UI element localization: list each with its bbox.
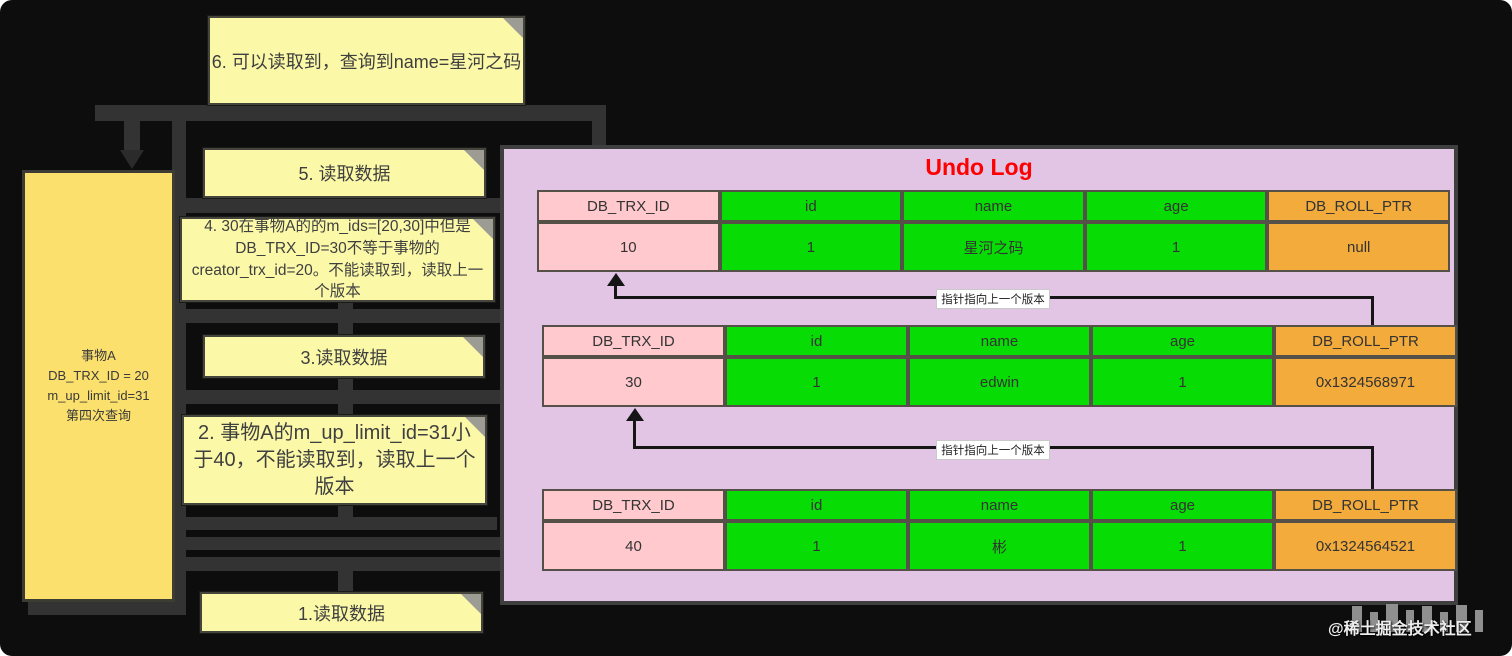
note-step2: 2. 事物A的m_up_limit_id=31小于40，不能读取到，读取上一个版…	[182, 415, 487, 505]
stub-note2-top	[338, 404, 353, 415]
table-data-cell: null	[1267, 222, 1450, 272]
table-data-cell: 1	[725, 521, 908, 571]
table-data-cell: 0x1324568971	[1274, 357, 1457, 407]
transaction-a-line: m_up_limit_id=31	[47, 388, 150, 403]
note-step1: 1.读取数据	[200, 592, 483, 633]
table-data-cell: 10	[537, 222, 720, 272]
folded-corner-icon	[464, 150, 484, 170]
note-step6-text: 6. 可以读取到，查询到name=星河之码	[211, 51, 522, 72]
transaction-a-line: 第四次查询	[65, 408, 131, 424]
watermark-text: @稀土掘金技术社区	[1328, 621, 1472, 638]
table-header-cell: age	[1084, 190, 1268, 222]
table-data-cell: 星河之码	[902, 222, 1085, 272]
watermark-bar	[1440, 612, 1448, 632]
note-step3-text: 3.读取数据	[300, 347, 388, 368]
note-step4-text: 4. 30在事物A的的m_ids=[20,30]中但是DB_TRX_ID=30不…	[191, 218, 484, 301]
connector-band-c	[172, 557, 505, 571]
connector-box-bottom	[28, 602, 186, 615]
table-data-cell: 1	[1091, 357, 1274, 407]
table-header-cell: age	[1091, 325, 1274, 357]
table-header-cell: name	[908, 489, 1091, 521]
connector-top-right-vertical	[592, 121, 606, 147]
watermark-bar	[1475, 610, 1483, 632]
pointer1-vertical-right	[1371, 296, 1374, 325]
version-table-2: DB_TRX_ID id name age DB_ROLL_PTR 30 1 e…	[542, 325, 1457, 407]
connector-note3-note2	[172, 390, 505, 404]
table-header-cell: id	[725, 325, 908, 357]
table-data-cell: 30	[542, 357, 725, 407]
pointer1-vertical-left	[614, 284, 617, 299]
pointer1-arrow-up	[607, 273, 625, 286]
watermark-bar	[1386, 604, 1398, 632]
table-header-cell: DB_TRX_ID	[542, 325, 725, 357]
connector-band-b	[172, 537, 505, 550]
table-header-cell: DB_TRX_ID	[542, 489, 725, 521]
pointer2-arrow-up	[626, 408, 644, 421]
table-data-cell: 彬	[908, 521, 1091, 571]
pointer1-label: 指针指向上一个版本	[936, 289, 1050, 309]
table-header-cell: DB_TRX_ID	[537, 190, 720, 222]
connector-top-left-vertical	[124, 121, 140, 151]
stub-note3-bottom	[338, 378, 353, 390]
arrow-into-left-box	[120, 150, 144, 169]
pointer2-vertical-left	[633, 419, 636, 449]
note-step1-text: 1.读取数据	[297, 603, 385, 624]
note-step4: 4. 30在事物A的的m_ids=[20,30]中但是DB_TRX_ID=30不…	[180, 217, 495, 302]
transaction-a-line: 事物A	[81, 347, 116, 363]
stub-note1-top	[338, 571, 353, 592]
watermark-bar	[1370, 612, 1378, 632]
folded-corner-icon	[503, 18, 523, 38]
connector-note5	[172, 198, 505, 213]
table-header-cell: DB_ROLL_PTR	[1274, 489, 1457, 521]
pointer2-label: 指针指向上一个版本	[936, 440, 1050, 460]
version-table-3: DB_TRX_ID id name age DB_ROLL_PTR 40 1 彬…	[542, 489, 1457, 571]
table-data-cell: edwin	[908, 357, 1091, 407]
table-header-cell: id	[725, 489, 908, 521]
table-data-cell: 1	[1091, 521, 1274, 571]
connector-top-horizontal	[95, 105, 606, 121]
stub-note3-top	[338, 323, 353, 335]
watermark-bar	[1422, 606, 1432, 632]
note-step5: 5. 读取数据	[203, 148, 486, 198]
folded-corner-icon	[473, 219, 493, 239]
connector-band-a	[172, 517, 497, 530]
folded-corner-icon	[461, 594, 481, 614]
stub-note2-bottom	[338, 505, 353, 517]
folded-corner-icon	[463, 337, 483, 357]
connector-note4-note3	[172, 309, 505, 323]
watermark-bar	[1352, 606, 1362, 632]
note-step5-text: 5. 读取数据	[298, 164, 391, 184]
table-header-cell: name	[908, 325, 1091, 357]
transaction-a-box: 事物A DB_TRX_ID = 20 m_up_limit_id=31 第四次查…	[22, 170, 175, 602]
note-step2-text: 2. 事物A的m_up_limit_id=31小于40，不能读取到，读取上一个版…	[193, 421, 476, 498]
table-header-cell: age	[1091, 489, 1274, 521]
pointer2-vertical-right	[1371, 446, 1374, 489]
undo-log-title: Undo Log	[925, 154, 1033, 180]
note-step6: 6. 可以读取到，查询到name=星河之码	[208, 16, 525, 105]
folded-corner-icon	[465, 417, 485, 437]
table-data-cell: 0x1324564521	[1274, 521, 1457, 571]
table-data-cell: 40	[542, 521, 725, 571]
watermark-bar	[1406, 610, 1414, 632]
table-header-cell: name	[902, 190, 1085, 222]
stub-note4-bottom	[338, 300, 353, 309]
note-step3: 3.读取数据	[203, 335, 485, 378]
table-header-cell: DB_ROLL_PTR	[1274, 325, 1457, 357]
table-data-cell: 1	[1084, 222, 1268, 272]
table-data-cell: 1	[725, 357, 908, 407]
watermark-bar	[1456, 605, 1467, 632]
transaction-a-line: DB_TRX_ID = 20	[48, 367, 149, 383]
table-header-cell: id	[719, 190, 903, 222]
table-data-cell: 1	[719, 222, 903, 272]
table-header-cell: DB_ROLL_PTR	[1267, 190, 1450, 222]
version-table-1: DB_TRX_ID id name age DB_ROLL_PTR 10 1 星…	[537, 190, 1450, 272]
